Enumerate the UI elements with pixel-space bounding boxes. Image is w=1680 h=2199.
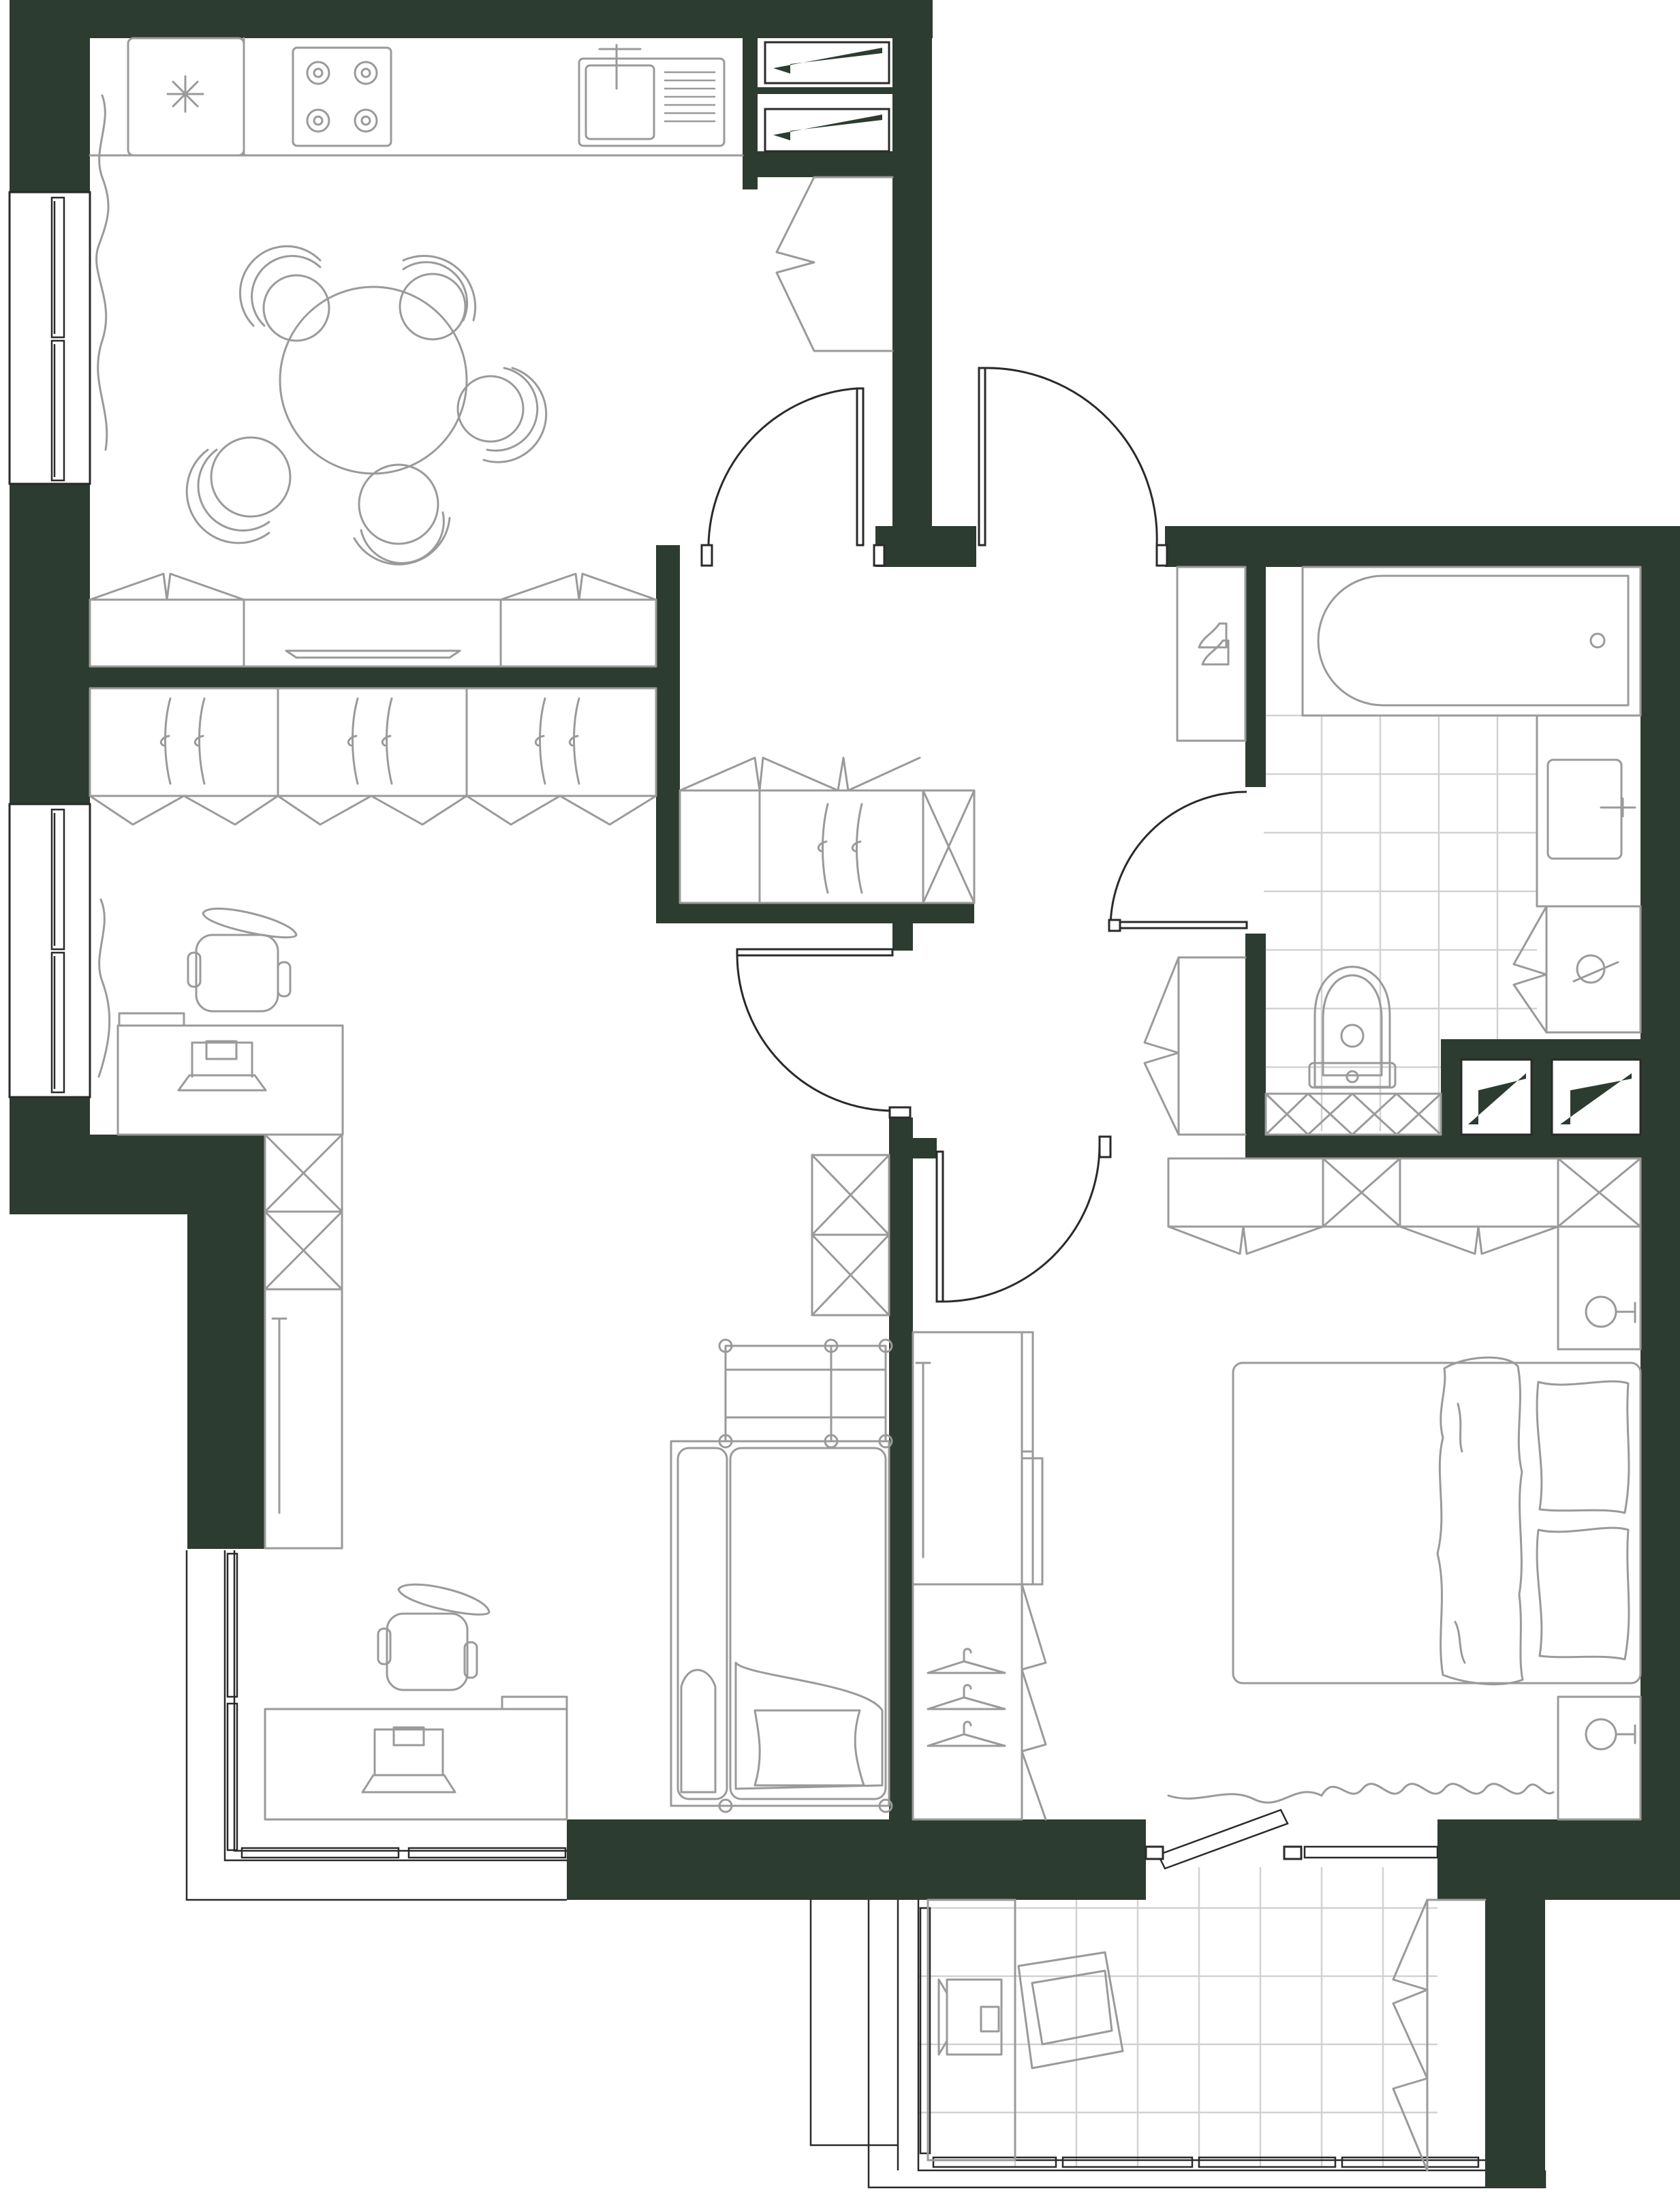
kitchen-cabinet[interactable] <box>775 176 894 352</box>
door-icon[interactable] <box>978 367 1168 567</box>
shoe-cabinet[interactable] <box>1143 956 1247 1136</box>
wardrobe-icon[interactable] <box>264 1133 343 1550</box>
laptop-icon[interactable] <box>177 1040 267 1092</box>
window-icon[interactable] <box>1145 1809 1439 1870</box>
curtain-icon <box>1167 1783 1555 1804</box>
coat-hanger-icon <box>159 697 580 785</box>
wall-shelf-icon <box>1460 1058 1642 1136</box>
curtain-icon <box>97 898 111 1078</box>
dining-table-icon[interactable] <box>279 286 468 475</box>
washing-machine-icon[interactable] <box>1512 905 1642 1034</box>
chair-icon[interactable] <box>238 245 330 342</box>
laptop-icon[interactable] <box>361 1726 456 1794</box>
bathroom-shelf <box>1264 1092 1442 1136</box>
wardrobe-icon[interactable] <box>679 756 976 904</box>
bathtub-icon[interactable] <box>1301 566 1642 717</box>
wall-shelf-icon <box>764 41 890 153</box>
window-icon[interactable] <box>223 1550 567 1862</box>
door-icon[interactable] <box>700 387 886 567</box>
window-icon[interactable] <box>917 1900 1485 2172</box>
desk-icon[interactable] <box>264 1695 568 1821</box>
toilet-icon[interactable] <box>1308 966 1397 1089</box>
coat-hanger-icon <box>927 1648 1006 1747</box>
wardrobe-icon[interactable] <box>912 1331 1047 1821</box>
chair-icon[interactable] <box>399 255 477 341</box>
desk-icon[interactable] <box>927 1898 1016 2162</box>
door-icon[interactable] <box>935 1135 1112 1303</box>
window-icon[interactable] <box>8 803 91 1098</box>
laptop-icon[interactable] <box>937 1978 1003 2056</box>
double-bed-icon[interactable] <box>1232 1356 1642 1686</box>
wardrobe-icon[interactable] <box>89 687 657 826</box>
chair-icon[interactable] <box>185 436 292 544</box>
door-icon[interactable] <box>1108 790 1248 932</box>
sink-icon[interactable] <box>578 44 726 147</box>
armchair-icon[interactable] <box>1017 1951 1124 2070</box>
pillow-icon <box>680 1661 884 1794</box>
washbasin-icon[interactable] <box>1536 714 1642 908</box>
walls <box>10 0 1680 2187</box>
shoe-cabinet[interactable] <box>1176 566 1247 742</box>
wardrobe-icon[interactable] <box>1167 1157 1642 1255</box>
window-icon[interactable] <box>8 191 91 485</box>
nightstand-icon <box>1557 1225 1642 1821</box>
wardrobe-icon[interactable] <box>811 1154 890 1317</box>
office-chair-icon[interactable] <box>187 907 298 1013</box>
chair-icon[interactable] <box>353 463 451 566</box>
office-chair-icon[interactable] <box>377 1583 491 1691</box>
pillow-icon <box>1536 1380 1630 1661</box>
balcony-cabinet[interactable] <box>1392 1898 1487 2172</box>
bunk-bed-icon[interactable] <box>670 1338 893 1813</box>
sideboard-icon[interactable] <box>89 572 657 668</box>
fridge-icon[interactable] <box>127 37 245 157</box>
balcony-tile-floor <box>918 1867 1437 2167</box>
door-icon[interactable] <box>736 948 912 1119</box>
curtain-icon <box>95 94 110 451</box>
chair-icon[interactable] <box>456 367 548 463</box>
hob-icon[interactable] <box>292 46 392 147</box>
desk-icon[interactable] <box>116 1012 344 1136</box>
